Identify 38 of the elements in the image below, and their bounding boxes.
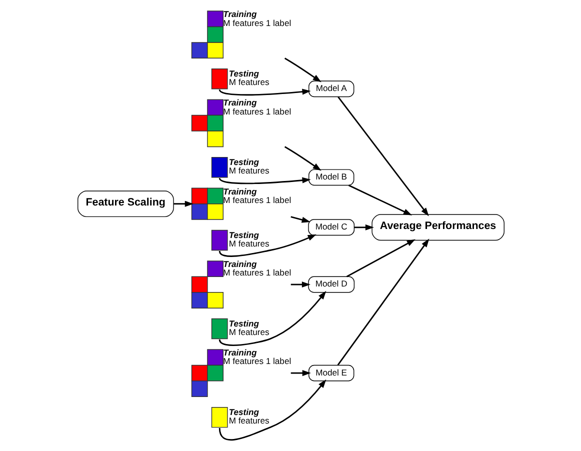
node-box: Average Performances [371,214,504,241]
node-label: Training [222,9,256,20]
node-label: M features 1 label [222,268,291,278]
node-box: Feature Scaling [77,190,174,218]
node-label: Testing [228,406,258,417]
arrow [348,184,412,216]
node-label: M features 1 label [222,106,291,116]
node-label: Testing [228,318,258,328]
arrow [284,146,321,171]
node-label: M features 1 label [222,18,291,28]
node-label: Training [222,98,256,108]
node-label: Training [222,259,256,270]
arrow [354,224,374,230]
arrow [173,200,193,207]
node-box: Model B [308,169,354,186]
arrow [336,238,429,366]
node-label: Training [222,348,256,358]
arrow [218,177,310,184]
node-label: Testing [228,230,258,240]
node-label: Training [222,186,256,196]
arrow [218,88,310,96]
node-box: Model E [308,364,354,382]
node-label: M features [228,77,269,88]
arrow [290,216,310,223]
arrow [284,58,321,82]
node-box: Model D [308,276,354,293]
arrow [218,234,316,257]
node-label: M features [228,166,269,176]
arrow [337,96,428,216]
node-label: Testing [228,68,258,78]
node-label: Testing [228,156,258,167]
arrow [290,282,310,288]
arrow [346,239,415,278]
node-box: Model A [308,80,354,98]
arrow [218,290,326,346]
arrow [290,370,310,376]
node-box: Model C [308,219,354,236]
node-label: M features 1 label [222,356,291,366]
